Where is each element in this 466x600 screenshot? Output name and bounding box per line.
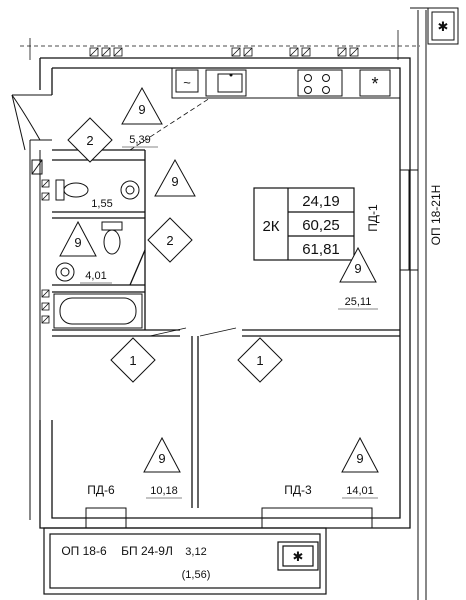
op-18-6-label: ОП 18-6: [61, 544, 107, 558]
total-area-with-balcony: 61,81: [302, 241, 340, 258]
marker-bedroom-right: 9: [356, 451, 363, 466]
toilet-wc: [55, 179, 89, 201]
pd3-label: ПД-3: [284, 483, 312, 497]
wave-icon: ~: [183, 75, 191, 90]
sink-bath: [55, 262, 75, 282]
interior-walls: [52, 329, 400, 508]
diamond-bedroom-right: 1: [256, 353, 263, 368]
right-window: [399, 169, 419, 271]
faucet-icon: [229, 73, 233, 77]
wet-core: [52, 149, 146, 330]
area-bedroom-right: 14,01: [346, 485, 374, 497]
apartment-type: 2К: [262, 218, 279, 235]
pd1-label: ПД-1: [366, 204, 380, 232]
diamond-kitchen: 2: [86, 133, 93, 148]
diamond-bedroom-left: 1: [129, 353, 136, 368]
diamond-bath: 2: [166, 233, 173, 248]
area-balcony-reduced: (1,56): [182, 569, 211, 581]
bp-24-9l-label: БП 24-9Л: [121, 544, 173, 558]
area-living: 25,11: [345, 296, 372, 308]
kitchen-counter: [171, 67, 401, 99]
area-bath: 4,01: [85, 270, 106, 282]
diamond-markers: [67, 117, 283, 383]
area-balcony: 3,12: [185, 546, 206, 558]
marker-bath: 9: [74, 235, 81, 250]
toilet-bath: [101, 221, 123, 255]
vent-hatches: [89, 47, 359, 57]
balcony-hatch-icon: ✱: [293, 549, 304, 564]
triangle-markers: [59, 86, 379, 473]
op-18-21n-label: ОП 18-21Н: [429, 185, 443, 246]
fan-icon: *: [371, 74, 378, 94]
door-swings: [149, 327, 237, 337]
pd6-label: ПД-6: [87, 483, 115, 497]
area-bedroom-left: 10,18: [150, 485, 178, 497]
marker-living: 9: [354, 261, 361, 276]
entrance: [11, 94, 52, 520]
left-vent-hatches: [41, 179, 50, 324]
marker-bedroom-left: 9: [158, 451, 165, 466]
right-shaft: [410, 7, 459, 600]
shaft-hatch-icon: ✱: [438, 19, 449, 34]
living-area: 24,19: [302, 193, 340, 210]
apartment-summary: [253, 187, 355, 261]
bathtub: [53, 293, 143, 329]
marker-wc: 9: [171, 174, 178, 189]
sink-wc: [120, 180, 140, 200]
balcony: [43, 527, 327, 595]
area-kitchen: 5,39: [129, 134, 150, 146]
marker-kitchen: 9: [138, 102, 145, 117]
total-area: 60,25: [302, 217, 340, 234]
area-wc: 1,55: [91, 198, 112, 210]
